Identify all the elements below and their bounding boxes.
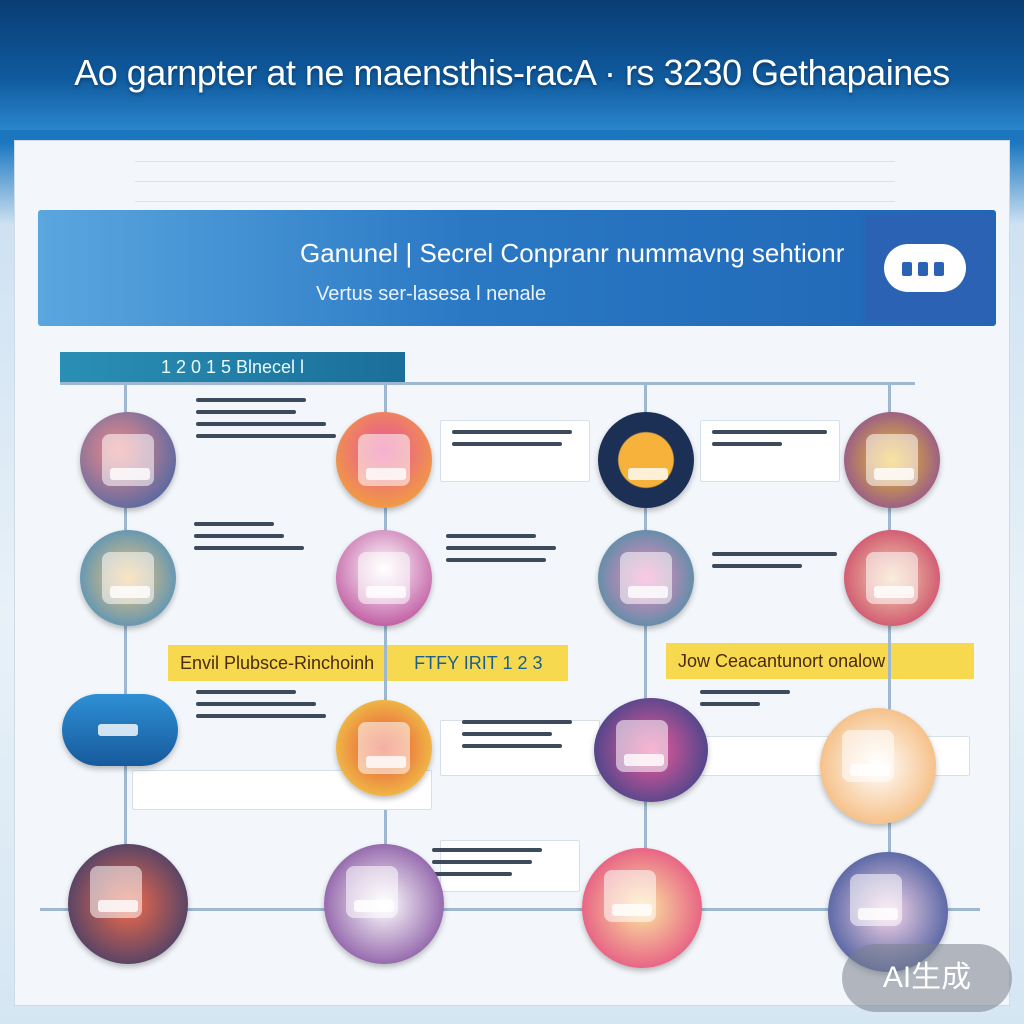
text-block <box>712 552 862 576</box>
section-header-three: Jow Ceacantunort onalow <box>666 643 974 679</box>
coin-icon <box>598 412 694 508</box>
text-block <box>194 522 344 558</box>
text-block <box>700 690 850 714</box>
document-icon <box>844 412 940 508</box>
connector-line <box>888 382 891 912</box>
text-block <box>196 398 346 446</box>
section-header-two: Envil Plubsce-Rinchoinh FTFY IRIT 1 2 3 <box>168 645 568 681</box>
text-block <box>432 848 582 884</box>
laptop-user-icon <box>68 844 188 964</box>
message-icon <box>598 530 694 626</box>
text-block <box>462 720 612 756</box>
text-block <box>712 430 862 454</box>
connector-line <box>40 908 980 911</box>
ai-generated-badge: AI生成 <box>842 944 1012 1012</box>
banner-subtitle: Vertus ser-lasesa l nenale <box>316 283 547 305</box>
team-icon <box>844 530 940 626</box>
text-block <box>452 430 602 454</box>
chat-bubble-icon <box>336 412 432 508</box>
banner <box>38 210 996 326</box>
section-header-two-tag: FTFY IRIT 1 2 3 <box>414 653 543 673</box>
worker-icon <box>336 700 432 796</box>
report-icon <box>820 708 936 824</box>
presentation-icon <box>582 848 702 968</box>
reading-person-icon <box>80 530 176 626</box>
desk-icon <box>336 530 432 626</box>
text-block <box>196 690 346 726</box>
text-card <box>440 720 600 776</box>
text-block <box>446 534 596 570</box>
section-header-one: 1 2 0 1 5 Blnecel l <box>60 352 405 382</box>
header-band <box>0 0 1024 130</box>
keyboard-icon <box>62 694 178 766</box>
section-header-two-label: Envil Plubsce-Rinchoinh <box>180 653 375 673</box>
connector-line <box>60 382 915 385</box>
connector-line <box>124 382 127 912</box>
workspace-icon <box>80 412 176 508</box>
calendar-icon <box>594 698 708 802</box>
page-title: Ao garnpter at ne maensthis-racA · rs 32… <box>74 52 950 93</box>
connector-line <box>384 382 387 912</box>
connector-line <box>644 382 647 912</box>
banner-title: Ganunel | Secrel Conpranr nummavng sehti… <box>300 238 845 268</box>
meeting-icon <box>324 844 444 964</box>
chat-icon <box>866 214 994 322</box>
